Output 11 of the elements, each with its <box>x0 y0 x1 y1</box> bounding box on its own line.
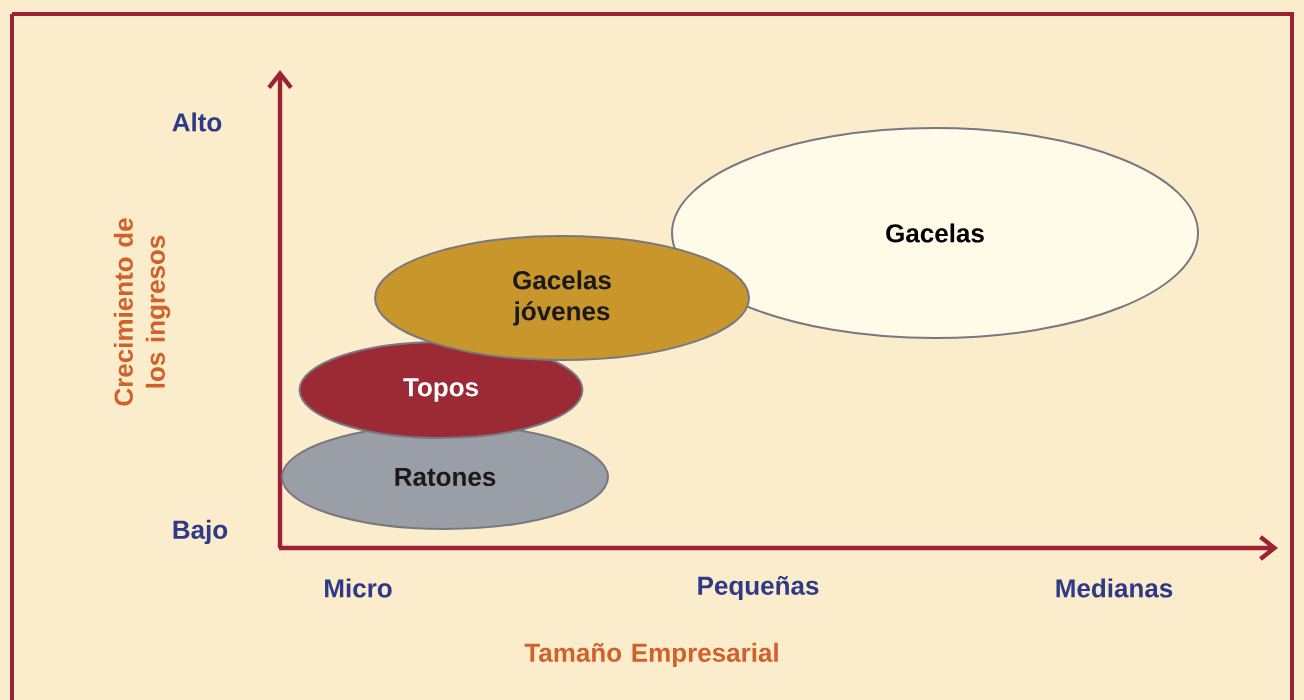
axis-label: Micro <box>325 578 392 598</box>
ellipse-bubble: Ratones <box>281 424 609 530</box>
ellipse-bubble: Gacelas <box>671 127 1199 339</box>
axis-label: Medianas <box>1056 578 1173 598</box>
axis-label: Bajo <box>173 519 228 545</box>
ellipse-bubble: Gacelas jóvenes <box>374 235 750 361</box>
axis-label: Pequeñas <box>698 575 819 601</box>
axis-label: Tamaño Empresarial <box>524 642 778 668</box>
axis-label: Crecimiento de los ingresos <box>113 218 171 406</box>
axis-label: Alto <box>172 112 222 132</box>
ellipse-bubble: Topos <box>298 341 584 439</box>
